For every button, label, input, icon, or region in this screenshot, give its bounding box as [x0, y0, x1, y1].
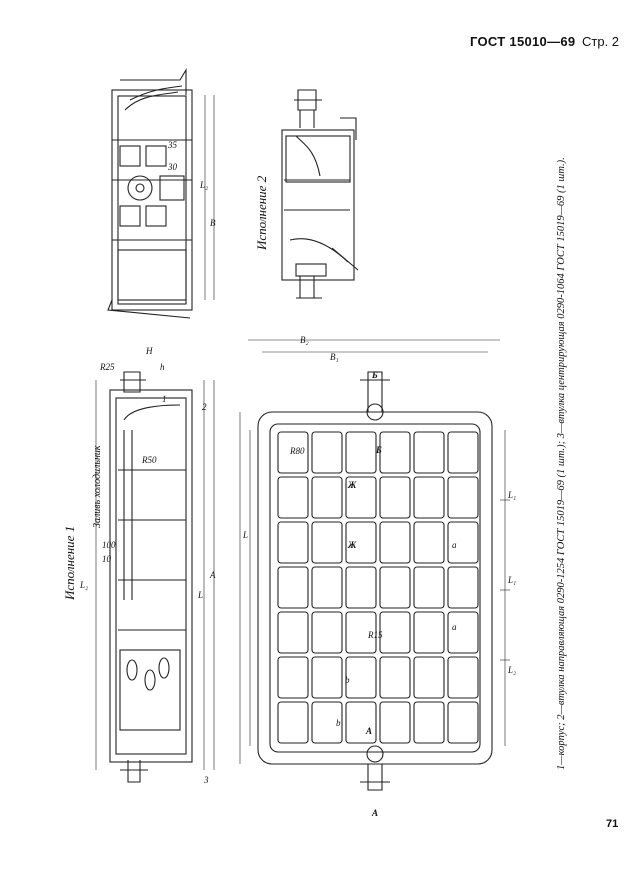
- standard-number: ГОСТ 15010—69: [470, 34, 576, 49]
- grid-cell: [277, 566, 309, 609]
- part-3-label: 3: [204, 775, 209, 785]
- grid-cell: [277, 476, 309, 519]
- page-number: 71: [606, 818, 619, 830]
- grid-cell: [277, 656, 309, 699]
- dim-R50: R50: [142, 455, 157, 465]
- grid-cell: [311, 476, 343, 519]
- variant-2-view: [281, 89, 359, 299]
- dim-R25: R25: [100, 362, 115, 372]
- grid-cell: [413, 566, 445, 609]
- dim-30: 30: [168, 162, 177, 172]
- grid-cell: [345, 431, 377, 474]
- grid-cell: [447, 566, 479, 609]
- grid-cell: [447, 476, 479, 519]
- section-A-bottom: А: [372, 808, 379, 818]
- grid-cell: [277, 521, 309, 564]
- part-2-label: 2: [202, 402, 207, 412]
- grid-cell: [447, 701, 479, 744]
- variant-1-view: [95, 371, 215, 783]
- plan-grid: [277, 431, 479, 744]
- grid-cell: [311, 701, 343, 744]
- grid-cell: [379, 566, 411, 609]
- grid-cell: [379, 701, 411, 744]
- grid-cell: [277, 611, 309, 654]
- dim-h: h: [160, 362, 165, 372]
- dim-100: 100: [102, 540, 116, 550]
- dim-L2-left: L₂: [80, 580, 89, 590]
- page-label: Стр. 2: [582, 34, 620, 49]
- grid-cell: [379, 431, 411, 474]
- dim-R15: R15: [368, 630, 383, 640]
- grid-cell: [311, 431, 343, 474]
- section-B-mid: Б: [376, 445, 382, 455]
- grid-cell: [413, 611, 445, 654]
- dim-b-1: b: [345, 675, 350, 685]
- grid-cell: [345, 521, 377, 564]
- grid-cell: [345, 611, 377, 654]
- variant-1-title: Исполнение 1: [62, 525, 77, 600]
- grid-cell: [447, 656, 479, 699]
- figure-caption: 1—корпус; 2—втулка направляющая 0290-125…: [556, 157, 567, 770]
- grid-cell: [413, 476, 445, 519]
- dim-b-2: b: [336, 718, 341, 728]
- dim-A: A: [210, 570, 216, 580]
- grid-cell: [311, 566, 343, 609]
- grid-cell: [311, 656, 343, 699]
- dim-a-2: a: [452, 622, 457, 632]
- grid-cell: [345, 476, 377, 519]
- grid-cell: [413, 656, 445, 699]
- section-A-mid: А: [366, 726, 373, 736]
- grid-cell: [345, 656, 377, 699]
- variant-2-title: Исполнение 2: [254, 175, 269, 250]
- section-B-top: Б: [372, 370, 378, 380]
- grid-cell: [379, 521, 411, 564]
- dim-B1: B₁: [330, 352, 339, 362]
- dim-L1-b: L₁: [508, 575, 517, 585]
- grid-cell: [379, 476, 411, 519]
- part-1-label: 1: [162, 394, 167, 404]
- grid-cell: [413, 431, 445, 474]
- grid-cell: [447, 431, 479, 474]
- dim-R80: R80: [290, 446, 305, 456]
- section-Zh-1: Ж: [348, 480, 357, 490]
- dim-B2: B₂: [300, 335, 309, 345]
- dim-L-plan: L: [243, 530, 249, 540]
- cooler-label: Заливь холодильник: [92, 445, 103, 528]
- dim-a-1: a: [452, 540, 457, 550]
- grid-cell: [413, 521, 445, 564]
- grid-cell: [277, 431, 309, 474]
- dim-L1-a: L₁: [508, 490, 517, 500]
- grid-cell: [345, 566, 377, 609]
- grid-cell: [311, 521, 343, 564]
- grid-cell: [379, 611, 411, 654]
- dim-B-top: B: [210, 218, 216, 228]
- grid-cell: [379, 656, 411, 699]
- grid-cell: [345, 701, 377, 744]
- grid-cell: [413, 701, 445, 744]
- plan-view: [239, 339, 510, 791]
- grid-cell: [447, 521, 479, 564]
- section-Zh-2: Ж: [348, 540, 357, 550]
- grid-cell: [447, 611, 479, 654]
- grid-cell: [311, 611, 343, 654]
- dim-L2-right: L₂: [508, 665, 517, 675]
- top-side-view: [107, 68, 215, 319]
- dim-L: L: [198, 590, 204, 600]
- dim-H: H: [146, 346, 153, 356]
- dim-L2-top: L₂: [200, 180, 209, 190]
- dim-35: 35: [168, 140, 177, 150]
- dim-10: 10: [102, 554, 111, 564]
- page-header: ГОСТ 15010—69 Стр. 2: [430, 34, 620, 54]
- grid-cell: [277, 701, 309, 744]
